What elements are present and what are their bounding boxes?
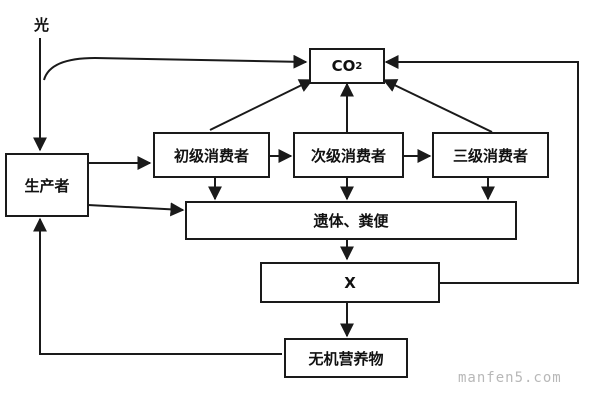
arrow-x-to-co2 <box>384 55 579 284</box>
arrow-inorganic-to-producer <box>33 217 282 355</box>
node-primary-consumer: 初级消费者 <box>153 132 270 178</box>
light-label: 光 <box>34 16 50 34</box>
node-co2-subscript: 2 <box>355 60 363 72</box>
node-tertiary-consumer: 三级消费者 <box>432 132 549 178</box>
node-x-label: X <box>344 273 356 292</box>
node-secondary-consumer-label: 次级消费者 <box>310 146 386 165</box>
node-secondary-consumer: 次级消费者 <box>293 132 404 178</box>
node-inorganic-nutrients: 无机营养物 <box>284 338 408 378</box>
arrow-producer-to-co2 <box>43 54 308 81</box>
arrow-primary-to-co2 <box>209 79 314 131</box>
watermark: manfen5.com <box>458 370 562 386</box>
node-remains-label: 遗体、粪便 <box>313 212 389 230</box>
node-co2-label: CO <box>331 57 356 75</box>
node-x: X <box>260 262 440 303</box>
arrow-producer-to-remains <box>87 202 185 217</box>
arrow-tertiary-to-co2 <box>382 79 493 133</box>
node-producer: 生产者 <box>5 153 89 217</box>
node-remains: 遗体、粪便 <box>185 201 517 240</box>
node-inorganic-nutrients-label: 无机营养物 <box>308 349 384 368</box>
node-primary-consumer-label: 初级消费者 <box>173 146 249 165</box>
node-tertiary-consumer-label: 三级消费者 <box>452 146 528 165</box>
node-producer-label: 生产者 <box>24 176 70 195</box>
